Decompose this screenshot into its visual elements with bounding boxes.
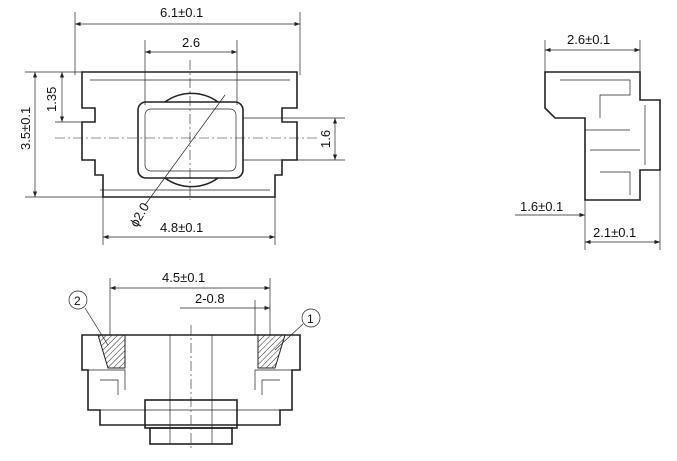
dim-stem: 1.6±0.1 xyxy=(520,199,563,214)
dim-side-width: 2.6±0.1 xyxy=(567,32,610,47)
callout-2-circle xyxy=(68,290,88,310)
dim-inner-width: 2.6 xyxy=(182,35,200,50)
dim-height: 3.5±0.1 xyxy=(18,107,33,150)
dim-span: 4.5±0.1 xyxy=(162,270,205,285)
callout-1: 1 xyxy=(307,312,314,326)
callout-1-circle xyxy=(301,308,321,328)
dim-side-height: 2.1±0.1 xyxy=(593,225,636,240)
side-view: 2.6±0.1 1.6±0.1 2.1±0.1 xyxy=(515,32,661,250)
callout-2: 2 xyxy=(74,294,81,308)
dim-inner-height: 1.6 xyxy=(318,130,333,148)
dim-pin: 2-0.8 xyxy=(195,291,225,306)
front-view: 4.5±0.1 2-0.8 2 1 xyxy=(68,270,321,450)
dim-offset: 1.35 xyxy=(44,87,59,112)
dim-width: 6.1±0.1 xyxy=(160,5,203,20)
dim-diameter: ϕ2.0 xyxy=(127,200,153,229)
dim-lead-span: 4.8±0.1 xyxy=(160,220,203,235)
top-view: 6.1±0.1 2.6 ϕ2.0 3.5±0.1 1.35 1.6 4.8±0.… xyxy=(18,5,345,245)
